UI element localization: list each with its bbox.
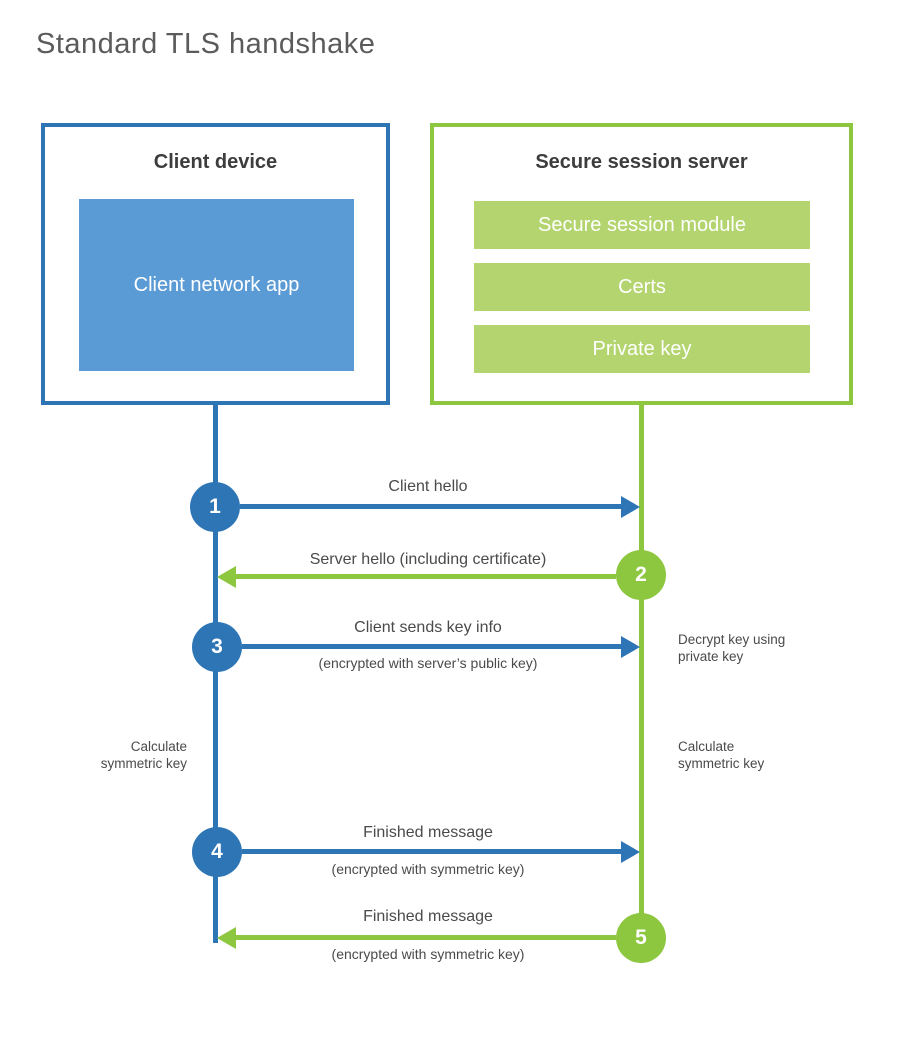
step-1-number: 1 — [209, 495, 221, 518]
step-5-marker: 5 — [616, 913, 666, 963]
step-1-arrow — [240, 504, 624, 509]
step-1-marker: 1 — [190, 482, 240, 532]
private-key-bar: Private key — [474, 325, 810, 373]
page-title: Standard TLS handshake — [36, 28, 376, 60]
step-2-label: Server hello (including certificate) — [309, 551, 547, 568]
calculate-symmetric-key-note-server: Calculate symmetric key — [678, 739, 765, 771]
step-1-arrowhead-icon — [621, 496, 640, 518]
step-2-arrowhead-icon — [217, 566, 236, 588]
step-5-arrow — [235, 935, 616, 940]
certs-bar: Certs — [474, 263, 810, 311]
step-2-number: 2 — [635, 563, 647, 586]
step-3-sublabel: (encrypted with server’s public key) — [318, 655, 538, 671]
secure-session-module-bar: Secure session module — [474, 201, 810, 249]
step-5-label: Finished message — [363, 908, 493, 925]
client-lifeline — [213, 403, 218, 943]
step-3-marker: 3 — [192, 622, 242, 672]
step-1-label: Client hello — [388, 478, 468, 495]
step-5-arrowhead-icon — [217, 927, 236, 949]
step-4-label: Finished message — [363, 824, 493, 841]
step-3-number: 3 — [211, 635, 223, 658]
calculate-symmetric-key-note-client: Calculate symmetric key — [100, 739, 187, 771]
step-3-arrow — [242, 644, 622, 649]
client-network-app-box: Client network app — [79, 199, 354, 371]
step-4-number: 4 — [211, 840, 223, 863]
step-2-arrow — [235, 574, 616, 579]
decrypt-key-note: Decrypt key using private key — [678, 632, 786, 664]
step-4-arrow — [242, 849, 622, 854]
step-3-arrowhead-icon — [621, 636, 640, 658]
secure-session-module-label: Secure session module — [538, 213, 746, 236]
step-4-marker: 4 — [192, 827, 242, 877]
step-5-number: 5 — [635, 926, 647, 949]
step-3-label: Client sends key info — [354, 619, 502, 636]
step-4-arrowhead-icon — [621, 841, 640, 863]
secure-session-server-header: Secure session server — [535, 151, 748, 173]
step-4-sublabel: (encrypted with symmetric key) — [331, 861, 525, 877]
certs-label: Certs — [618, 275, 666, 298]
step-2-marker: 2 — [616, 550, 666, 600]
step-5-sublabel: (encrypted with symmetric key) — [331, 946, 525, 962]
client-network-app-label: Client network app — [133, 274, 300, 296]
private-key-label: Private key — [592, 337, 692, 360]
server-lifeline — [639, 403, 644, 938]
client-device-header: Client device — [153, 151, 278, 173]
